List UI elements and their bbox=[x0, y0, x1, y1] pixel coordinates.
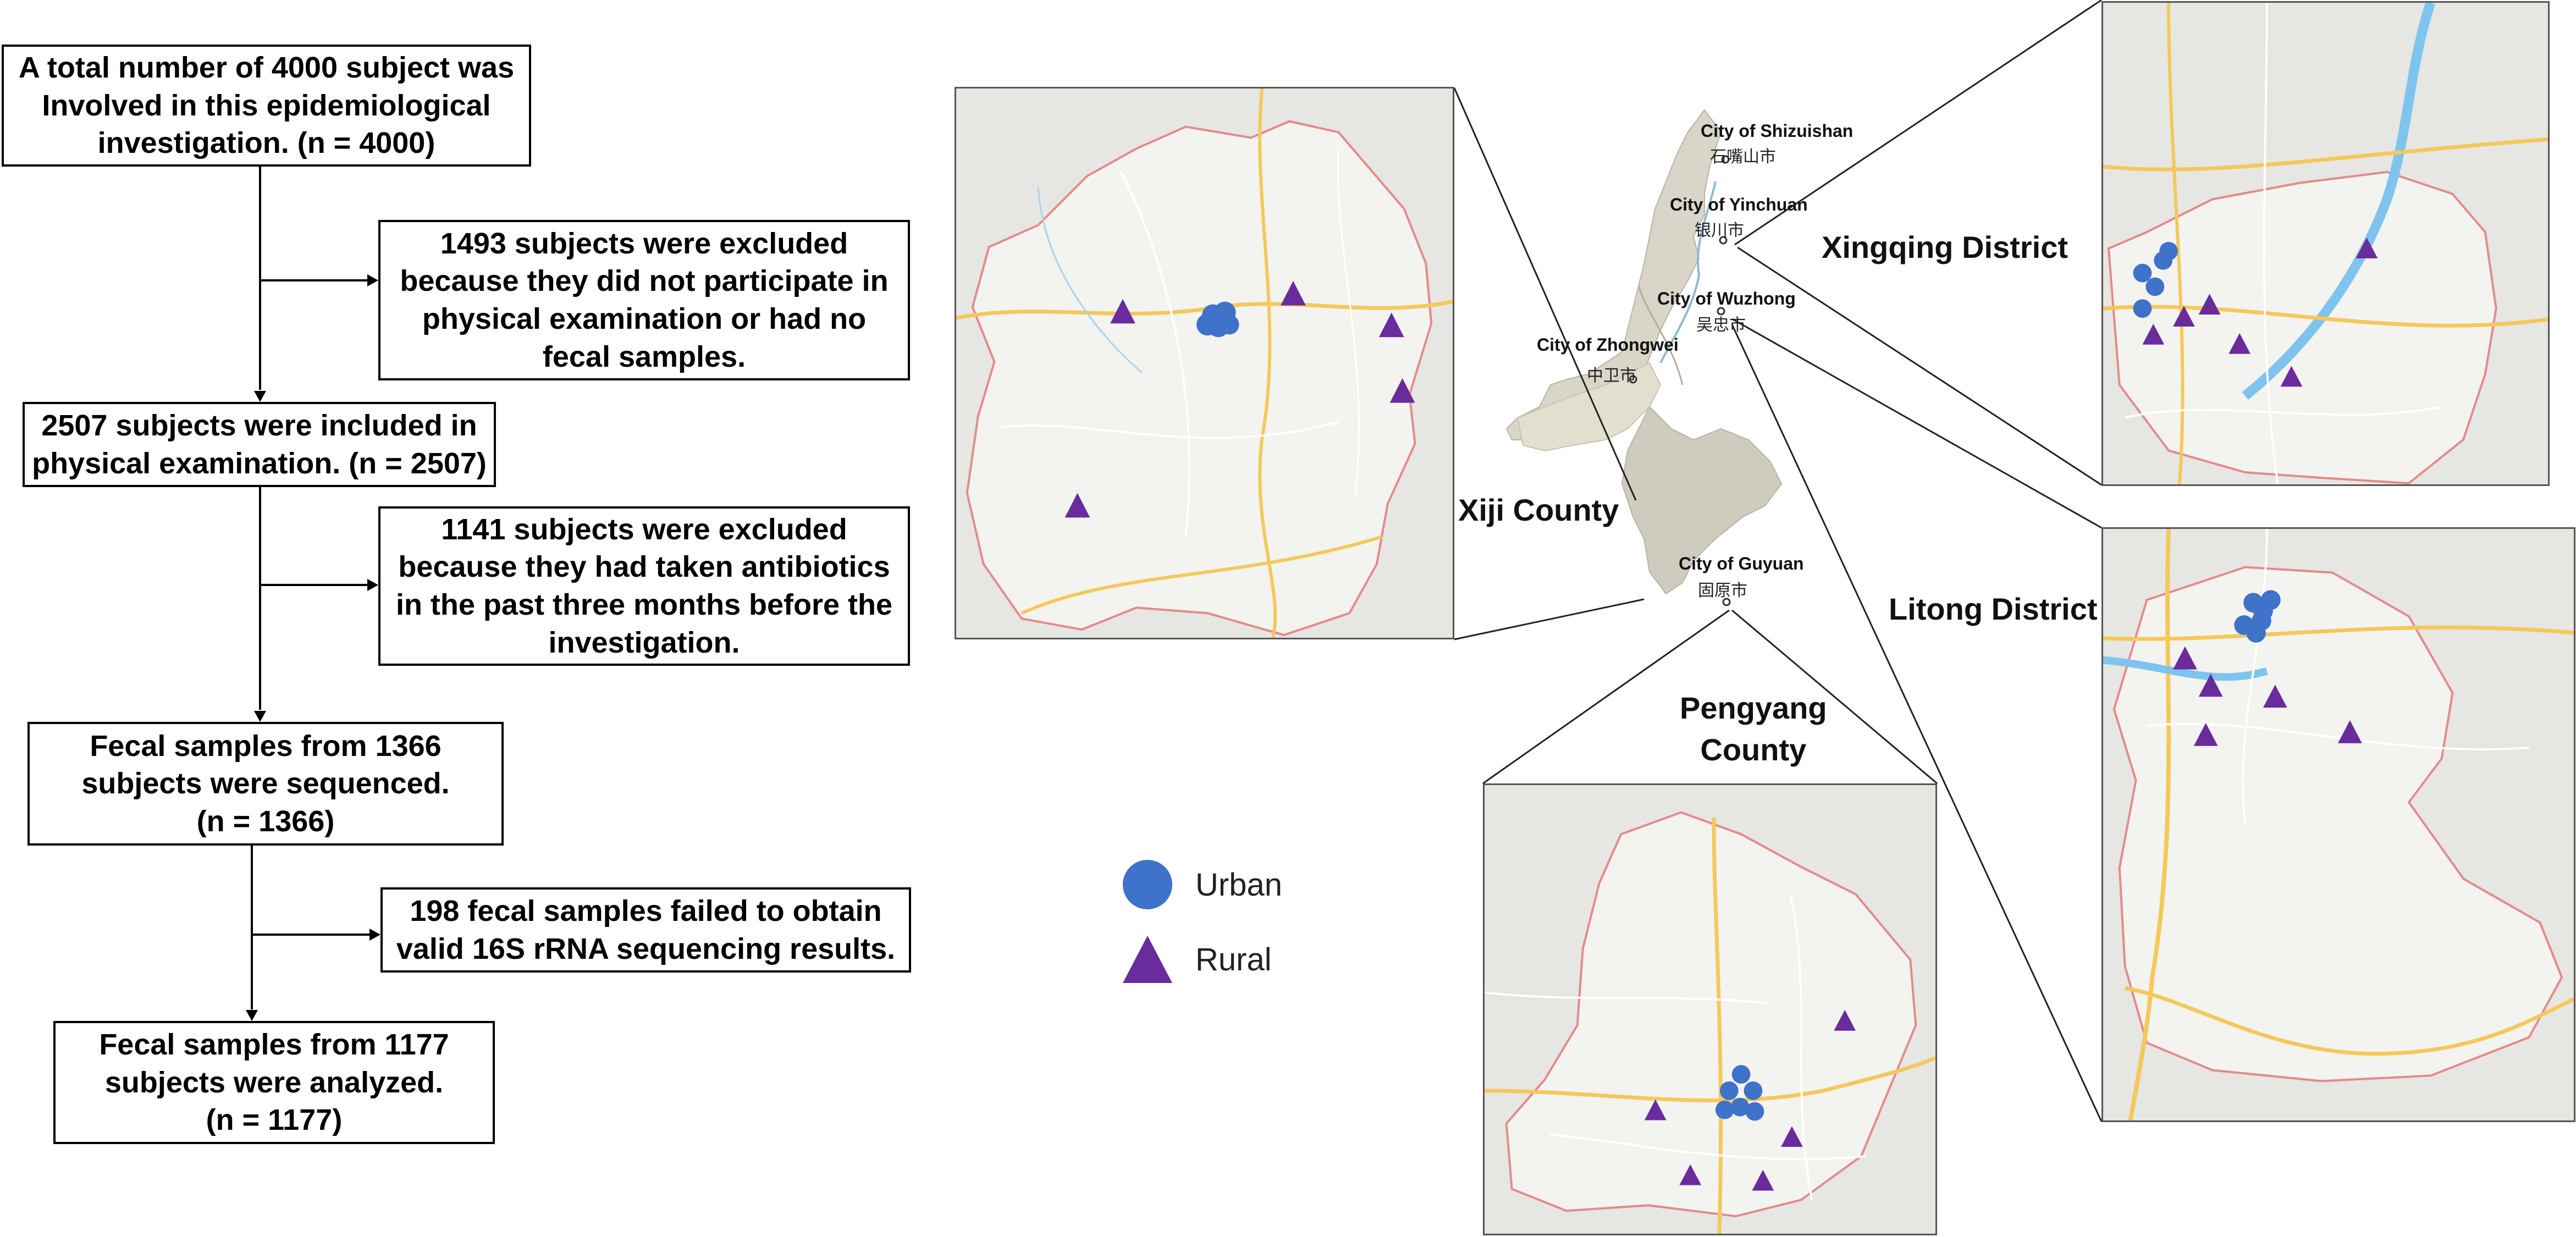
flow-box-included: 2507 subjects were included in physical … bbox=[23, 402, 496, 487]
connector-main-1 bbox=[259, 167, 261, 390]
map-pengyang-county bbox=[1483, 783, 1937, 1235]
city-cn-yinchuan: 银川市 bbox=[1695, 221, 1744, 240]
city-cn-zhongwei: 中卫市 bbox=[1587, 366, 1636, 385]
map-xingqing-district bbox=[2101, 1, 2550, 486]
region-label-xiji: Xiji County bbox=[1458, 493, 1619, 527]
arrow-to-excluded-2 bbox=[367, 579, 378, 591]
legend-rural: Rural bbox=[1122, 935, 1272, 984]
connector-branch-1 bbox=[259, 279, 369, 281]
triangle-marker-icon bbox=[1123, 936, 1172, 983]
flow-text-excluded-2: 1141 subjects were excluded because they… bbox=[395, 512, 893, 659]
city-label-wuzhong: City of Wuzhong bbox=[1657, 289, 1796, 308]
region-label-xingqing: Xingqing District bbox=[1822, 230, 2068, 264]
flow-text-failed: 198 fecal samples failed to obtain valid… bbox=[396, 894, 896, 965]
flow-text-sequenced: Fecal samples from 1366 subjects were se… bbox=[81, 729, 450, 838]
region-label-pengyang: Pengyang County bbox=[1680, 691, 1827, 767]
city-label-zhongwei: City of Zhongwei bbox=[1537, 335, 1679, 355]
ningxia-overview-map bbox=[1505, 109, 1783, 606]
flow-box-total: A total number of 4000 subject was Invol… bbox=[2, 45, 531, 167]
flow-box-sequenced: Fecal samples from 1366 subjects were se… bbox=[27, 722, 504, 846]
arrow-to-included bbox=[254, 391, 266, 402]
city-cn-guyuan: 固原市 bbox=[1698, 581, 1747, 600]
legend-rural-label: Rural bbox=[1195, 941, 1272, 978]
flow-box-analyzed: Fecal samples from 1177 subjects were an… bbox=[53, 1021, 495, 1144]
circle-marker-icon bbox=[1123, 860, 1172, 909]
map-litong-district bbox=[2101, 527, 2575, 1122]
flow-box-excluded-1: 1493 subjects were excluded because they… bbox=[378, 220, 910, 380]
flow-text-included: 2507 subjects were included in physical … bbox=[32, 408, 487, 480]
city-label-yinchuan: City of Yinchuan bbox=[1670, 195, 1808, 214]
arrow-to-analyzed bbox=[246, 1010, 258, 1021]
connector-main-3 bbox=[251, 846, 253, 1009]
flow-box-excluded-2: 1141 subjects were excluded because they… bbox=[378, 506, 910, 666]
flow-text-excluded-1: 1493 subjects were excluded because they… bbox=[400, 227, 889, 373]
city-label-guyuan: City of Guyuan bbox=[1679, 554, 1804, 573]
city-cn-wuzhong: 吴忠市 bbox=[1696, 316, 1746, 335]
connector-main-2 bbox=[259, 487, 261, 710]
flow-text-total: A total number of 4000 subject was Invol… bbox=[18, 51, 515, 160]
arrow-to-failed bbox=[369, 929, 380, 941]
legend-urban: Urban bbox=[1122, 859, 1282, 910]
arrow-to-sequenced bbox=[254, 711, 266, 722]
flow-text-analyzed: Fecal samples from 1177 subjects were an… bbox=[99, 1028, 449, 1137]
map-xiji-county bbox=[955, 87, 1454, 639]
region-label-litong: Litong District bbox=[1889, 592, 2098, 626]
legend-urban-label: Urban bbox=[1195, 866, 1282, 903]
connector-branch-2 bbox=[259, 584, 369, 586]
arrow-to-excluded-1 bbox=[367, 274, 378, 286]
city-cn-shizuishan: 石嘴山市 bbox=[1710, 147, 1776, 167]
city-label-shizuishan: City of Shizuishan bbox=[1701, 121, 1854, 141]
flow-box-failed: 198 fecal samples failed to obtain valid… bbox=[380, 887, 911, 973]
connector-branch-3 bbox=[251, 934, 371, 936]
